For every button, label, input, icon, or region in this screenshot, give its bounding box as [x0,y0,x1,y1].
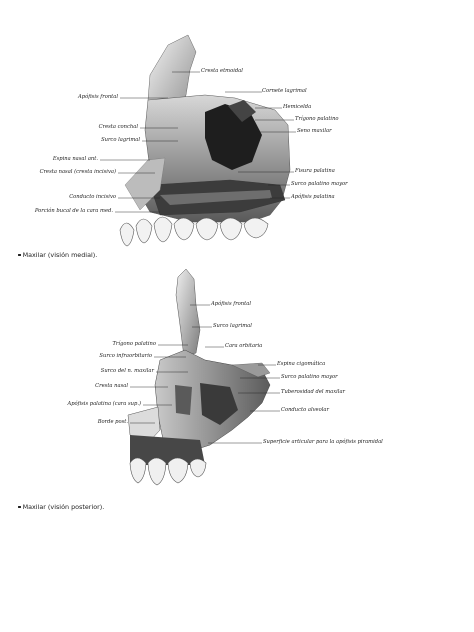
maxilla-medial-illustration [100,34,296,247]
label-fisura-palatina: Fisura palatina [295,168,335,174]
bullet-icon [18,253,21,257]
label-apofisis-palatina: Apófisis palatina [291,194,335,200]
label-borde-post: Borde post. [97,419,128,425]
label-espina-nasal-ant: Espina nasal ant. [52,156,98,162]
label-surco-n-maxilar: Surco del n. maxilar [100,368,154,374]
label-surco-palatino-mayor: Surco palatino mayor [291,181,348,187]
label-surco-lagrimal: Surco lagrimal [101,137,140,143]
label-superficie-articular: Superficie articular para la apófisis pi… [263,439,383,445]
label-cresta-nasal-post: Cresta nasal [95,383,128,389]
label-surco-lagrimal-post: Surco lagrimal [213,323,252,329]
label-apofisis-frontal: Apófisis frontal [78,94,118,100]
figure-medial-view: Cresta etmoidal Apófisis frontal Cornete… [0,0,474,265]
label-cresta-conchal: Cresta conchal [98,124,138,130]
label-espina-cigomatica: Espina cigomática [277,361,326,367]
label-cresta-etmoidal: Cresta etmoidal [201,68,243,74]
label-porcion-bucal: Porción bucal de la cara med. [34,208,113,214]
label-cresta-nasal: Cresta nasal (cresta incisiva) [39,169,116,175]
label-cornete-lagrimal: Cornete lagrimal [262,88,307,94]
label-seno-maxilar: Seno maxilar [297,128,332,134]
label-tuberosidad: Tuberosidad del maxilar [281,389,346,395]
maxilla-posterior-illustration [127,268,280,486]
label-trigono-palatino: Trígono palatino [295,116,339,122]
label-hemicelda: Hemicelda [283,104,312,110]
label-surco-infraorbitario: Surco infraorbitario [99,353,152,359]
label-apofisis-frontal-post: Apófisis frontal [211,301,251,307]
caption-medial: Maxilar (visión medial). [18,251,97,259]
label-apofisis-palatina-post: Apófisis palatina (cara sup.) [67,401,141,407]
label-conducto-incisivo: Conducto incisivo [69,194,116,200]
caption-posterior: Maxilar (visión posterior). [18,503,104,511]
figure-posterior-view: Apófisis frontal Surco lagrimal Trígono … [0,265,474,525]
label-trigono-palatino-post: Trígono palatino [112,341,156,347]
label-conducto-alveolar: Conducto alveolar [281,407,329,413]
label-cara-orbitaria: Cara orbitaria [225,343,263,349]
bullet-icon [18,505,21,509]
label-surco-palatino-mayor-post: Surco palatino mayor [281,374,338,380]
